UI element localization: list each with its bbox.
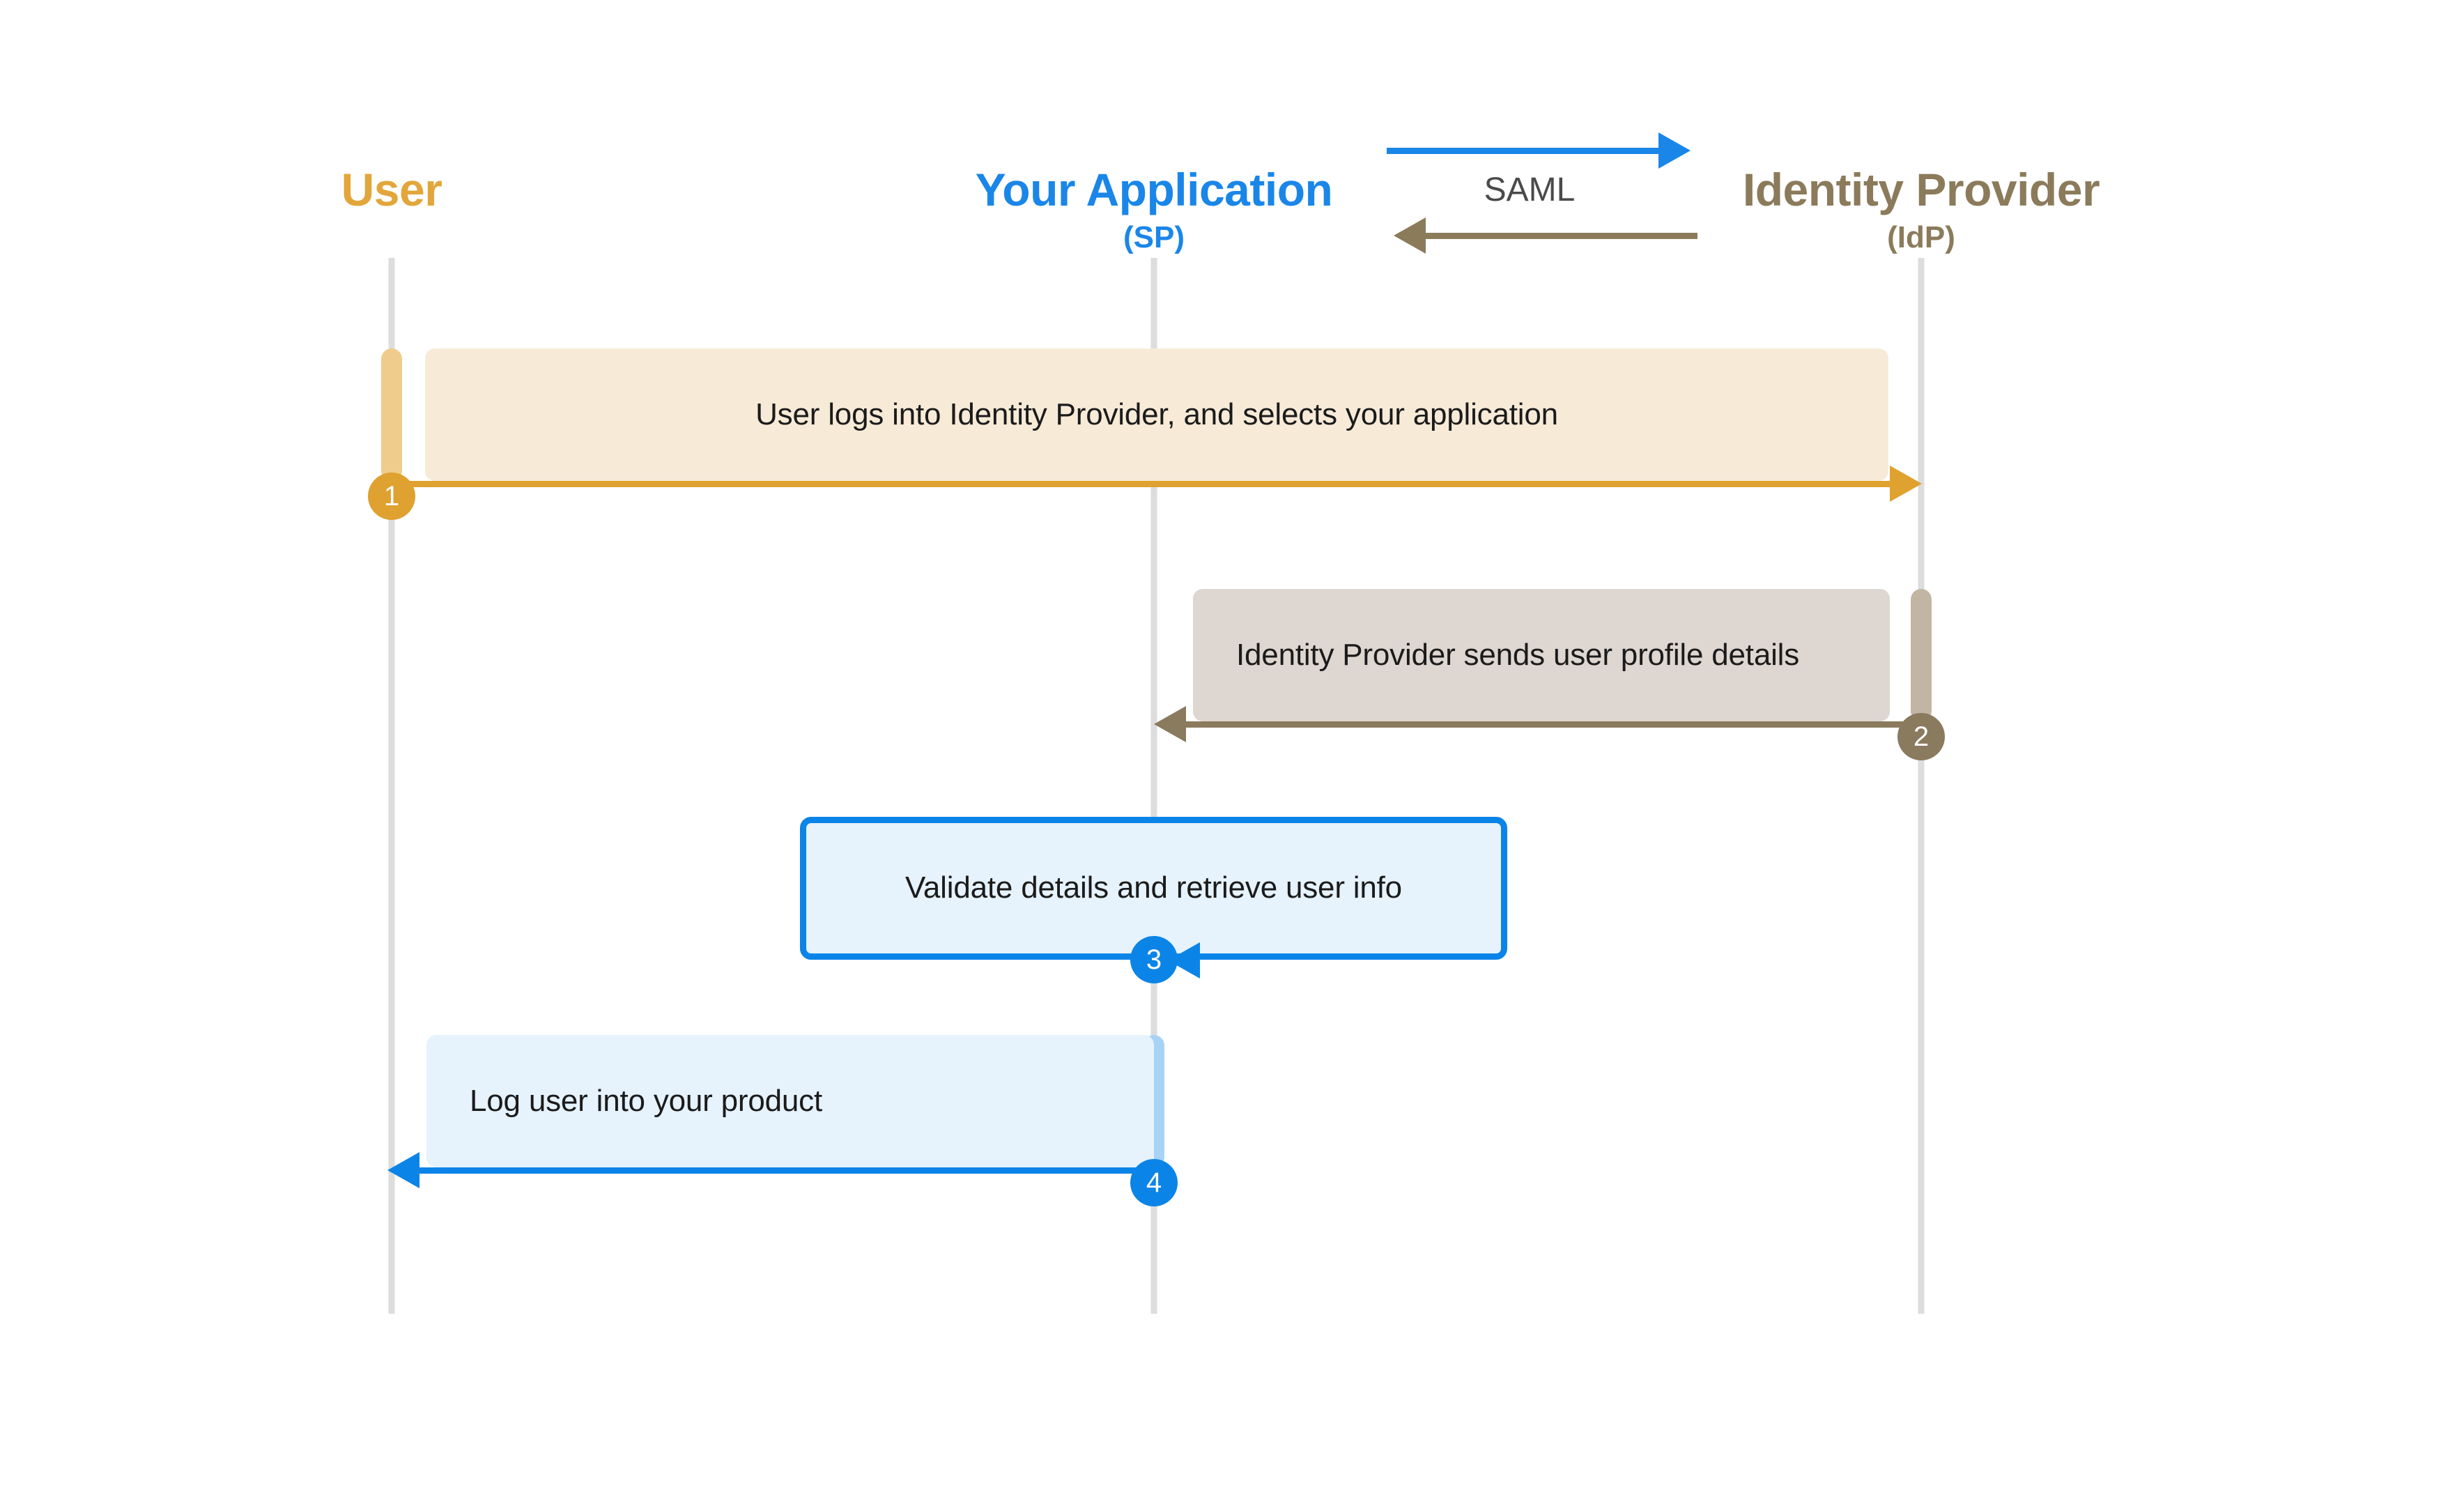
step-bullet-3[interactable]: 3 xyxy=(1130,936,1178,983)
message-arrow-shaft-step2 xyxy=(1185,721,1923,728)
message-arrow-shaft-step4 xyxy=(418,1167,1157,1174)
step-bullet-2[interactable]: 2 xyxy=(1897,713,1945,760)
actor-header-idp: Identity Provider (IdP) xyxy=(1742,164,2100,256)
message-box-step3: Validate details and retrieve user info xyxy=(800,817,1507,960)
actor-name-app: Your Application xyxy=(975,164,1333,215)
message-text-step1: User logs into Identity Provider, and se… xyxy=(755,397,1558,431)
actor-name-idp: Identity Provider xyxy=(1742,164,2100,215)
lifeline-user xyxy=(388,258,395,1314)
actor-header-user: User xyxy=(341,164,442,215)
saml-outbound-arrow-shaft xyxy=(1387,148,1658,154)
saml-inbound-arrowhead xyxy=(1394,217,1426,254)
activation-bar-idp-step2 xyxy=(1911,589,1932,721)
message-text-step3: Validate details and retrieve user info xyxy=(905,870,1402,905)
message-arrowhead-step4 xyxy=(387,1152,419,1188)
step-bullet-4[interactable]: 4 xyxy=(1130,1159,1178,1206)
actor-subtitle-idp: (IdP) xyxy=(1887,220,1955,255)
message-arrowhead-step1 xyxy=(1890,466,1922,502)
step-bullet-1[interactable]: 1 xyxy=(368,473,415,520)
message-arrowhead-step2 xyxy=(1154,706,1186,742)
activation-bar-user-step1 xyxy=(381,348,402,481)
lifeline-idp xyxy=(1918,258,1925,1314)
saml-outbound-arrowhead xyxy=(1658,132,1691,169)
message-arrow-shaft-step1 xyxy=(392,481,1893,487)
message-box-step1: User logs into Identity Provider, and se… xyxy=(425,348,1888,481)
lifeline-app xyxy=(1150,258,1157,1314)
message-box-step2: Identity Provider sends user profile det… xyxy=(1193,589,1890,721)
actor-name-user: User xyxy=(341,164,442,215)
message-text-step4: Log user into your product xyxy=(470,1083,822,1118)
message-box-step4: Log user into your product xyxy=(426,1035,1154,1167)
message-text-step2: Identity Provider sends user profile det… xyxy=(1236,637,1800,672)
actor-subtitle-app: (SP) xyxy=(1123,220,1185,255)
actor-header-app: Your Application (SP) xyxy=(975,164,1333,256)
saml-inbound-arrow-shaft xyxy=(1426,233,1697,239)
saml-protocol-label: SAML xyxy=(1484,171,1576,208)
